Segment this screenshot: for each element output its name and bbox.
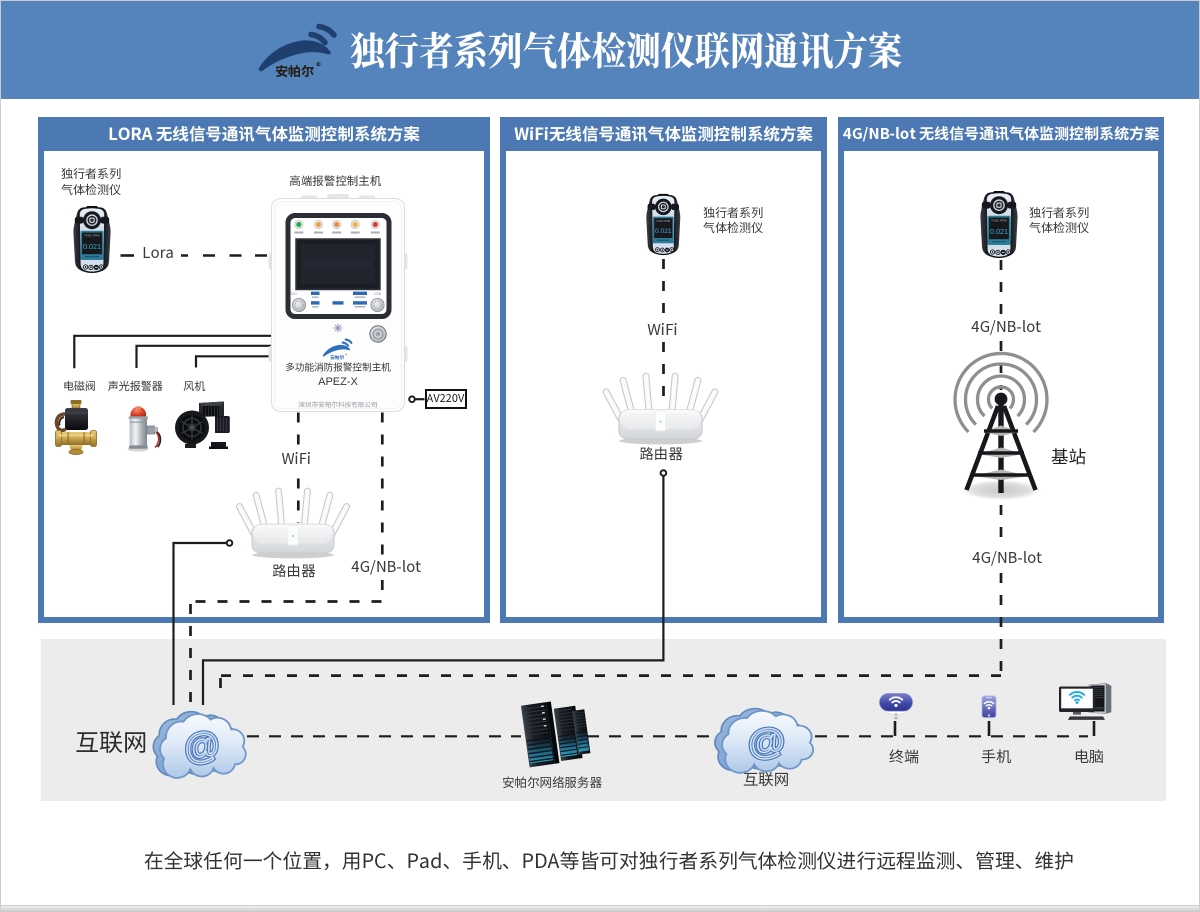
- svg-text:深圳市安帕尔科技有限公司: 深圳市安帕尔科技有限公司: [298, 399, 377, 409]
- svg-text:USB: USB: [374, 292, 382, 296]
- svg-text:APEZ-X: APEZ-X: [318, 376, 358, 388]
- svg-text:安帕尔: 安帕尔: [330, 354, 345, 361]
- svg-text:®: ®: [316, 59, 320, 72]
- svg-text:S2O: S2O: [290, 292, 297, 296]
- svg-text:安帕尔: 安帕尔: [275, 61, 314, 80]
- svg-text:®: ®: [345, 352, 347, 357]
- svg-text:多功能消防报警控制主机: 多功能消防报警控制主机: [285, 360, 391, 374]
